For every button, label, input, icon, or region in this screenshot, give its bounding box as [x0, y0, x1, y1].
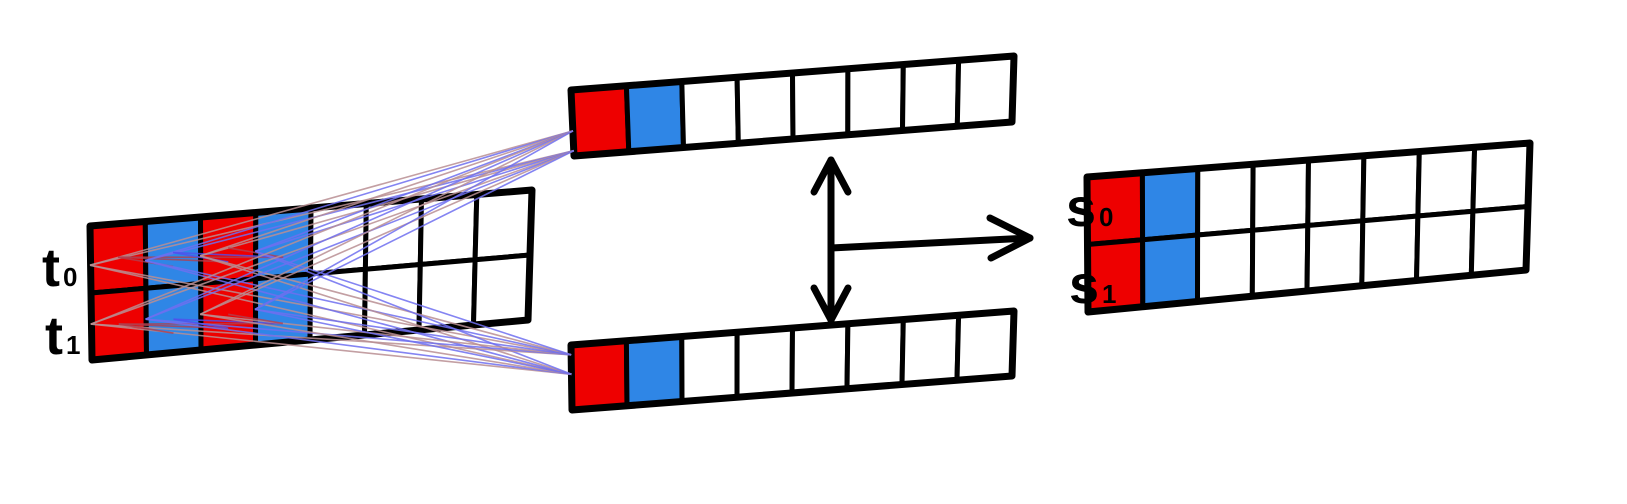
- grid-border: [1083, 139, 1534, 316]
- double-headed-vertical-arrow-icon: [810, 156, 852, 324]
- connection-line: [145, 130, 574, 320]
- arrows: [810, 156, 1034, 324]
- connection-line: [200, 313, 572, 356]
- connection-line: [254, 250, 572, 356]
- cell-empty: [790, 66, 851, 142]
- connection-line: [254, 308, 572, 376]
- cell-empty: [1305, 153, 1367, 228]
- connection-line: [173, 251, 284, 259]
- connection-line: [200, 313, 572, 376]
- connection-line: [89, 130, 574, 266]
- connection-lines: [89, 130, 575, 376]
- cell-empty: [1249, 223, 1311, 299]
- cell-empty: [844, 317, 906, 392]
- connection-line: [145, 318, 572, 356]
- connection-line: [254, 130, 574, 311]
- grids: [86, 52, 1534, 414]
- cell-empty: [1304, 218, 1366, 294]
- bottom-vector: [567, 307, 1018, 414]
- connection-line: [254, 130, 574, 253]
- cell-blue: [623, 334, 685, 409]
- top-vector: [567, 52, 1018, 160]
- connection-line: [199, 130, 574, 316]
- connection-line: [173, 318, 229, 330]
- cell-empty: [789, 321, 851, 396]
- right-arrow-icon: [827, 214, 1034, 262]
- connection-line: [144, 259, 572, 356]
- connection-line: [254, 149, 575, 311]
- output-matrix: [1083, 139, 1534, 316]
- cell-empty: [900, 57, 962, 133]
- cell-empty: [416, 257, 478, 333]
- cell-empty: [1195, 227, 1256, 304]
- cell-empty: [1195, 161, 1256, 238]
- cell-empty: [471, 252, 533, 328]
- connection-line: [118, 323, 174, 334]
- connection-line: [173, 318, 283, 325]
- cell-empty: [1414, 208, 1476, 283]
- connection-line: [144, 130, 574, 262]
- connection-line: [144, 149, 574, 262]
- connection-line: [199, 130, 574, 257]
- cell-empty: [899, 312, 962, 387]
- cell-empty: [1360, 149, 1422, 224]
- cell-empty: [734, 325, 795, 400]
- cell-empty: [845, 62, 906, 138]
- cell-blue: [623, 79, 686, 155]
- grid-border: [567, 307, 1018, 414]
- cell-red: [568, 83, 632, 159]
- connection-line: [254, 308, 572, 356]
- cell-empty: [954, 308, 1017, 383]
- connection-line: [254, 250, 572, 376]
- connection-line: [228, 313, 284, 325]
- cell-red: [568, 338, 630, 413]
- cell-empty: [679, 329, 740, 404]
- cell-empty: [1468, 204, 1531, 278]
- connection-line: [199, 149, 575, 316]
- cell-empty: [734, 70, 796, 146]
- cell-empty: [1250, 157, 1311, 233]
- connection-line: [90, 130, 574, 325]
- cell-empty: [1359, 213, 1421, 289]
- connection-line: [199, 149, 575, 257]
- connection-line: [199, 255, 572, 376]
- cell-blue: [1140, 232, 1201, 310]
- connection-line: [228, 247, 284, 259]
- connection-line: [145, 318, 572, 376]
- cell-empty: [472, 187, 535, 263]
- cell-empty: [1415, 144, 1478, 219]
- cell-empty: [954, 53, 1017, 129]
- connection-line: [90, 323, 572, 356]
- grid-border: [567, 52, 1018, 160]
- connection-line: [199, 255, 572, 356]
- cell-empty: [1470, 140, 1533, 214]
- cell-empty: [679, 74, 741, 150]
- cell-blue: [1139, 166, 1201, 243]
